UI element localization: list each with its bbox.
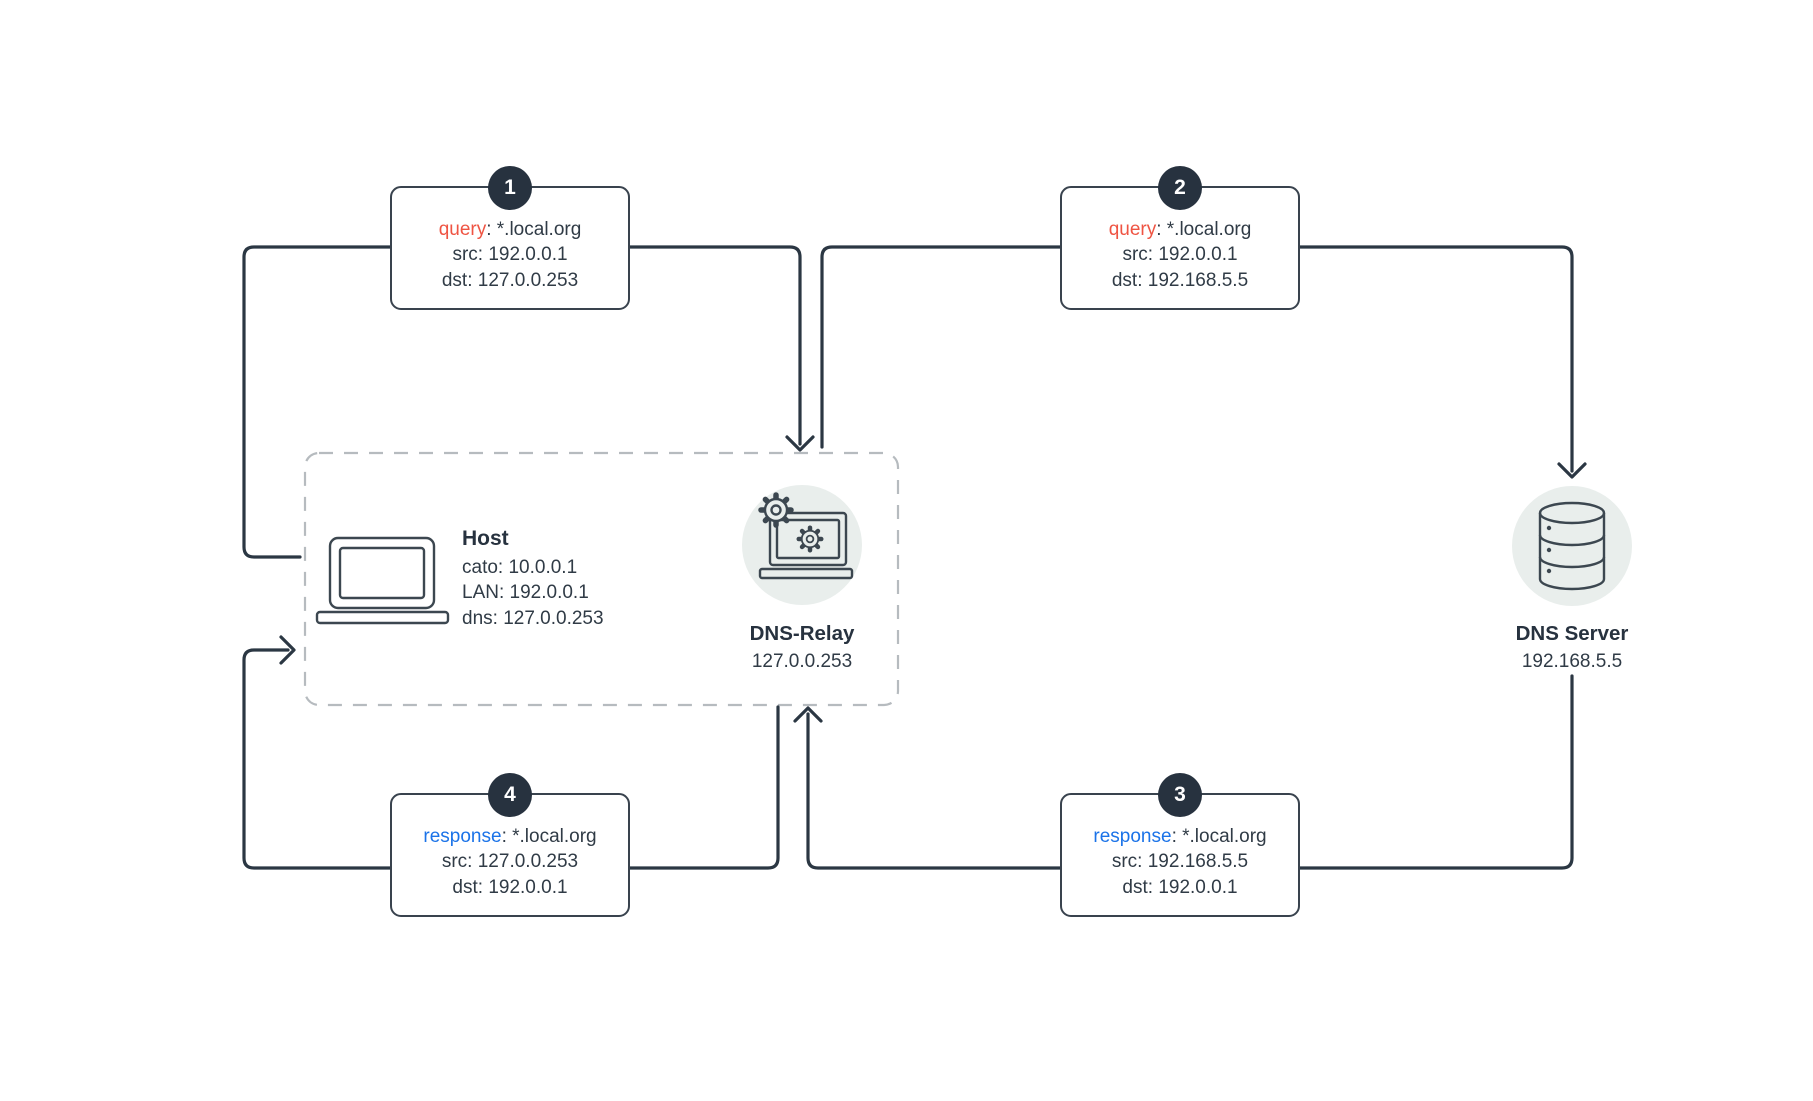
database-icon <box>1538 501 1606 591</box>
response-domain: : *.local.org <box>1171 825 1267 847</box>
query-2-arrowhead-down-icon <box>1557 462 1587 479</box>
host-dns-line: dns: 127.0.0.253 <box>462 607 604 629</box>
step-badge-3: 3 <box>1158 773 1202 817</box>
message-box-3: 3 response: *.local.org src: 192.168.5.5… <box>1060 773 1300 917</box>
message-box-2: 2 query: *.local.org src: 192.0.0.1 dst:… <box>1060 166 1300 310</box>
step-badge-4: 4 <box>488 773 532 817</box>
dns-server-ip: 192.168.5.5 <box>1521 651 1623 672</box>
dns-relay-ip: 127.0.0.253 <box>751 651 853 672</box>
response-domain: : *.local.org <box>501 825 597 847</box>
keyword-query: query <box>1108 218 1157 240</box>
keyword-response: response <box>423 825 502 847</box>
step-number: 3 <box>1174 783 1186 807</box>
packet-line-query: query: *.local.org <box>1109 217 1252 243</box>
packet-line-dst: dst: 192.168.5.5 <box>1111 269 1249 291</box>
step-badge-1: 1 <box>488 166 532 210</box>
step-number: 4 <box>504 783 516 807</box>
dns-server-label: DNS Server 192.168.5.5 <box>1462 622 1682 673</box>
step-number: 1 <box>504 176 516 200</box>
response-4-arrowhead-right-icon <box>279 635 296 665</box>
laptop-icon <box>315 536 450 625</box>
host-info: Host cato: 10.0.0.1 LAN: 192.0.0.1 dns: … <box>462 526 604 631</box>
response-4-path <box>242 648 780 870</box>
response-3-arrowhead-up-icon <box>793 706 823 723</box>
message-box-1: 1 query: *.local.org src: 192.0.0.1 dst:… <box>390 166 630 310</box>
keyword-response: response <box>1093 825 1172 847</box>
host-cato-line: cato: 10.0.0.1 <box>462 556 578 578</box>
packet-line-response: response: *.local.org <box>1093 824 1266 850</box>
gears-laptop-icon <box>758 492 854 580</box>
packet-line-response: response: *.local.org <box>423 824 596 850</box>
query-domain: : *.local.org <box>1156 218 1252 240</box>
dns-server-title: DNS Server <box>1515 622 1629 645</box>
packet-line-query: query: *.local.org <box>439 217 582 243</box>
keyword-query: query <box>438 218 487 240</box>
query-domain: : *.local.org <box>486 218 582 240</box>
query-1-path <box>242 245 802 559</box>
packet-line-src: src: 127.0.0.253 <box>441 851 579 873</box>
packet-line-dst: dst: 127.0.0.253 <box>441 269 579 291</box>
packet-line-src: src: 192.168.5.5 <box>1111 851 1249 873</box>
message-box-4: 4 response: *.local.org src: 127.0.0.253… <box>390 773 630 917</box>
host-lan-line: LAN: 192.0.0.1 <box>462 582 589 603</box>
packet-line-dst: dst: 192.0.0.1 <box>452 876 568 898</box>
query-1-arrowhead-down-icon <box>785 435 815 452</box>
step-badge-2: 2 <box>1158 166 1202 210</box>
packet-line-dst: dst: 192.0.0.1 <box>1122 876 1238 898</box>
step-number: 2 <box>1174 176 1186 200</box>
dns-relay-label: DNS-Relay 127.0.0.253 <box>692 622 912 673</box>
host-title: Host <box>462 527 509 550</box>
packet-line-src: src: 192.0.0.1 <box>452 244 568 266</box>
packet-line-src: src: 192.0.0.1 <box>1122 244 1238 266</box>
dns-relay-title: DNS-Relay <box>749 622 855 645</box>
